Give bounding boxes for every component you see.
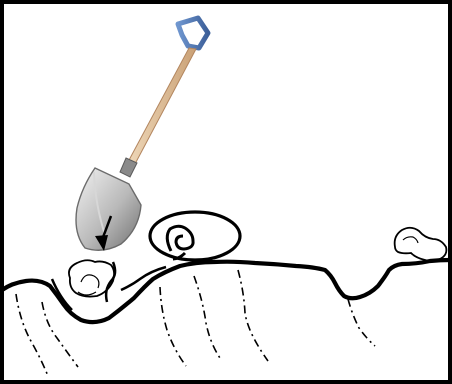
diagram-frame	[0, 0, 452, 384]
soil-digging-diagram	[0, 0, 452, 384]
diagram-border	[2, 2, 450, 382]
